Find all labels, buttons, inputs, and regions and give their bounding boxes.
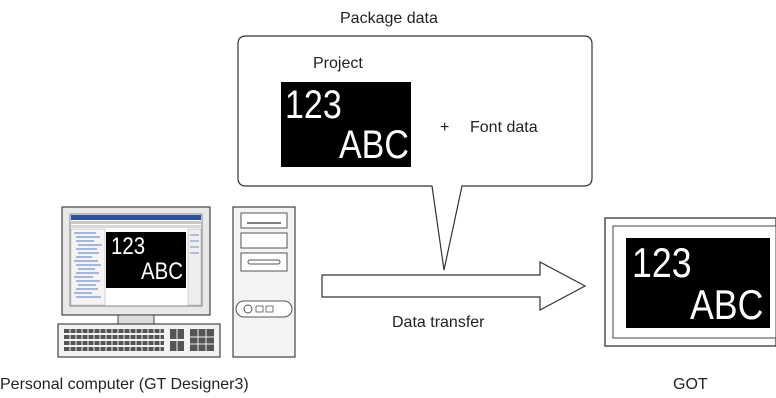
got-digits: 123 [632,239,692,286]
got-preview: 123 ABC [626,238,770,328]
font-data-label: Font data [470,119,538,136]
preview-letters: ABC [339,123,409,167]
project-label: Project [313,55,363,72]
data-transfer-label: Data transfer [392,314,485,331]
got-label: GOT [673,376,708,393]
pc-tower-icon [232,206,296,358]
plus-sign: + [440,119,450,136]
got-letters: ABC [690,281,764,328]
monitor-letters: ABC [141,258,183,285]
pc-label: Personal computer (GT Designer3) [0,376,249,393]
arrow-icon [321,261,587,311]
package-data-label: Package data [340,10,438,27]
keyboard-icon [57,323,221,358]
project-preview: 123 ABC [281,82,411,167]
monitor-preview: 123 ABC [106,232,186,288]
preview-digits: 123 [285,83,342,127]
monitor-digits: 123 [111,233,146,260]
